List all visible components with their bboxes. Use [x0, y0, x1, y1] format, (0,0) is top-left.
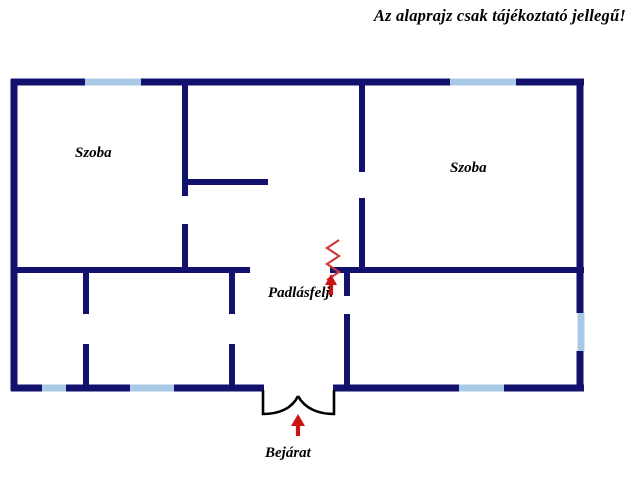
outer-walls-group — [10, 78, 584, 392]
room-label-szoba-left: Szoba — [75, 145, 112, 161]
direction-arrows-group — [291, 274, 337, 436]
label-bejarat: Bejárat — [265, 445, 311, 461]
entrance-arrow-icon — [291, 414, 305, 436]
entrance-canopy — [261, 390, 336, 416]
canopy-right-curve — [296, 390, 336, 416]
label-padlasfelj: Padlásfelj. — [268, 285, 334, 301]
interior-walls-group — [11, 80, 584, 391]
attic-arrow-icon — [325, 274, 337, 295]
stair-zigzag-icon — [325, 239, 341, 281]
disclaimer-text: Az alaprajz csak tájékoztató jellegű! — [373, 6, 626, 25]
attic-stairs-symbol — [325, 239, 341, 281]
room-label-szoba-right: Szoba — [450, 160, 487, 176]
canopy-left-curve — [261, 390, 300, 416]
windows-group — [42, 78, 585, 392]
